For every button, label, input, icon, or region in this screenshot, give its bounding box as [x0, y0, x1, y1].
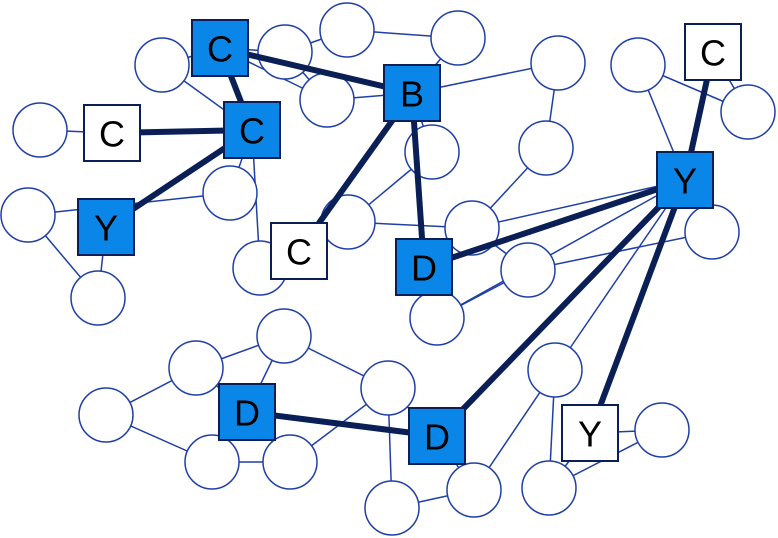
labeled-node: C: [83, 104, 141, 162]
circle-node: [0, 187, 56, 243]
highlighted-node-box: [223, 101, 281, 159]
graph-edge: [554, 179, 686, 371]
circle-node: [134, 37, 190, 93]
circle-node: [168, 340, 224, 396]
node-label: D: [234, 393, 260, 434]
labeled-node: Y: [561, 404, 619, 462]
circle-node: [202, 165, 258, 221]
highlighted-node-box: [191, 19, 249, 77]
circle-node: [262, 434, 318, 490]
labeled-node: D: [218, 383, 276, 441]
circle-node: [360, 360, 416, 416]
circle-node: [634, 402, 690, 458]
circle-node: [78, 387, 134, 443]
node-label: C: [700, 33, 726, 74]
circle-node: [444, 200, 500, 256]
circle-node: [610, 37, 666, 93]
circle-node: [527, 342, 583, 398]
plain-node-box: [684, 23, 742, 81]
node-label: C: [286, 232, 312, 273]
highlighted-edge: [246, 409, 438, 439]
labeled-node: Y: [77, 198, 135, 256]
node-label: C: [99, 114, 125, 155]
plain-node-box: [270, 222, 328, 280]
circle-node: [530, 35, 586, 91]
highlighted-node-box: [408, 407, 466, 465]
highlighted-node-box: [77, 198, 135, 256]
circle-node: [256, 308, 312, 364]
highlighted-edge: [434, 177, 688, 439]
circle-node: [500, 242, 556, 298]
highlighted-edge: [423, 177, 686, 270]
labeled-node: Y: [656, 151, 714, 209]
node-label: B: [400, 74, 424, 115]
graph-edge: [436, 179, 686, 319]
circle-node: [446, 462, 502, 518]
highlighted-node-box: [656, 151, 714, 209]
node-label: D: [411, 248, 437, 289]
plain-node-box: [561, 404, 619, 462]
labeled-node: B: [383, 64, 441, 122]
circle-node: [409, 290, 465, 346]
circle-node: [364, 480, 420, 536]
labeled-node: D: [408, 407, 466, 465]
labeled-node: D: [395, 238, 453, 296]
circle-node: [319, 2, 375, 58]
circle-node: [518, 120, 574, 176]
circle-node: [430, 10, 486, 66]
highlighted-node-box: [383, 64, 441, 122]
circle-node: [299, 72, 355, 128]
graph-edge: [471, 179, 686, 229]
highlighted-edge: [587, 178, 688, 435]
plain-node-box: [83, 104, 141, 162]
highlighted-edges-layer: [104, 45, 716, 439]
circle-node: [684, 204, 740, 260]
node-label: Y: [94, 208, 118, 249]
circle-node: [320, 194, 376, 250]
node-label: Y: [578, 414, 602, 455]
circle-node: [12, 102, 68, 158]
circle-node: [521, 460, 577, 516]
highlighted-node-box: [218, 383, 276, 441]
node-label: D: [424, 417, 450, 458]
circle-node: [184, 434, 240, 490]
labeled-node: C: [684, 23, 742, 81]
circle-node: [720, 84, 776, 140]
labeled-node: C: [270, 222, 328, 280]
labeled-node: C: [223, 101, 281, 159]
node-label: C: [239, 111, 265, 152]
circle-node: [257, 24, 313, 80]
node-label: C: [207, 29, 233, 70]
circle-node: [70, 270, 126, 326]
labeled-node: C: [191, 19, 249, 77]
node-label: Y: [673, 161, 697, 202]
highlighted-edge: [219, 45, 413, 96]
highlighted-node-box: [395, 238, 453, 296]
